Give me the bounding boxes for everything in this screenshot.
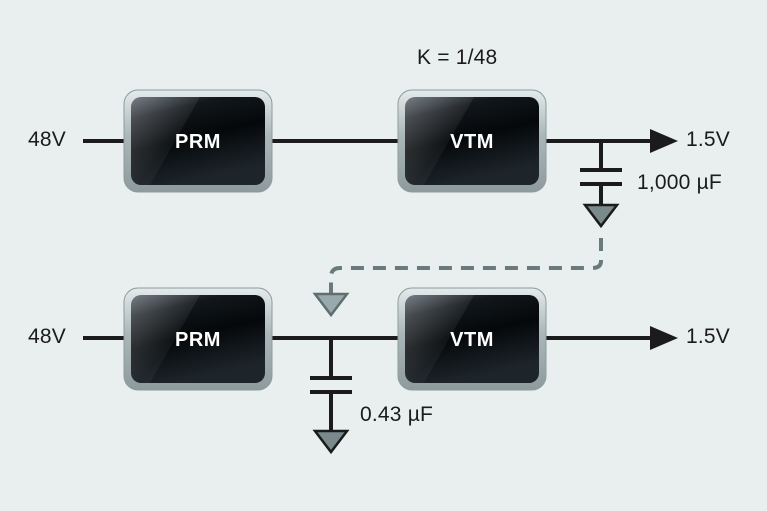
- module-vtm-bottom[interactable]: [397, 287, 547, 391]
- label-top-capacitance: 1,000 µF: [637, 171, 722, 194]
- module-vtm-top[interactable]: [397, 89, 547, 193]
- ground-symbol-top: [582, 203, 620, 229]
- bottom-stage-wiring: [83, 326, 678, 455]
- module-prm-top[interactable]: [123, 89, 273, 193]
- module-label-prm-top: PRM: [175, 131, 221, 153]
- label-bottom-capacitance: 0.43 µF: [360, 403, 434, 426]
- top-stage-wiring: [83, 129, 678, 229]
- dashed-line: [329, 238, 603, 296]
- arrow-bottom-output: [650, 326, 678, 350]
- label-bottom-input-voltage: 48V: [28, 325, 66, 348]
- dashed-transition-path: [312, 238, 603, 318]
- module-label-vtm-top: VTM: [450, 131, 494, 153]
- module-label-prm-bottom: PRM: [175, 329, 221, 351]
- label-transformation-ratio: K = 1/48: [417, 46, 498, 69]
- ground-symbol-bottom: [312, 429, 350, 455]
- module-label-vtm-bottom: VTM: [450, 329, 494, 351]
- label-top-input-voltage: 48V: [28, 128, 66, 151]
- arrow-top-output: [650, 129, 678, 153]
- module-prm-bottom[interactable]: [123, 287, 273, 391]
- dashed-arrow-head: [312, 292, 350, 318]
- label-top-output-voltage: 1.5V: [686, 128, 730, 151]
- label-bottom-output-voltage: 1.5V: [686, 325, 730, 348]
